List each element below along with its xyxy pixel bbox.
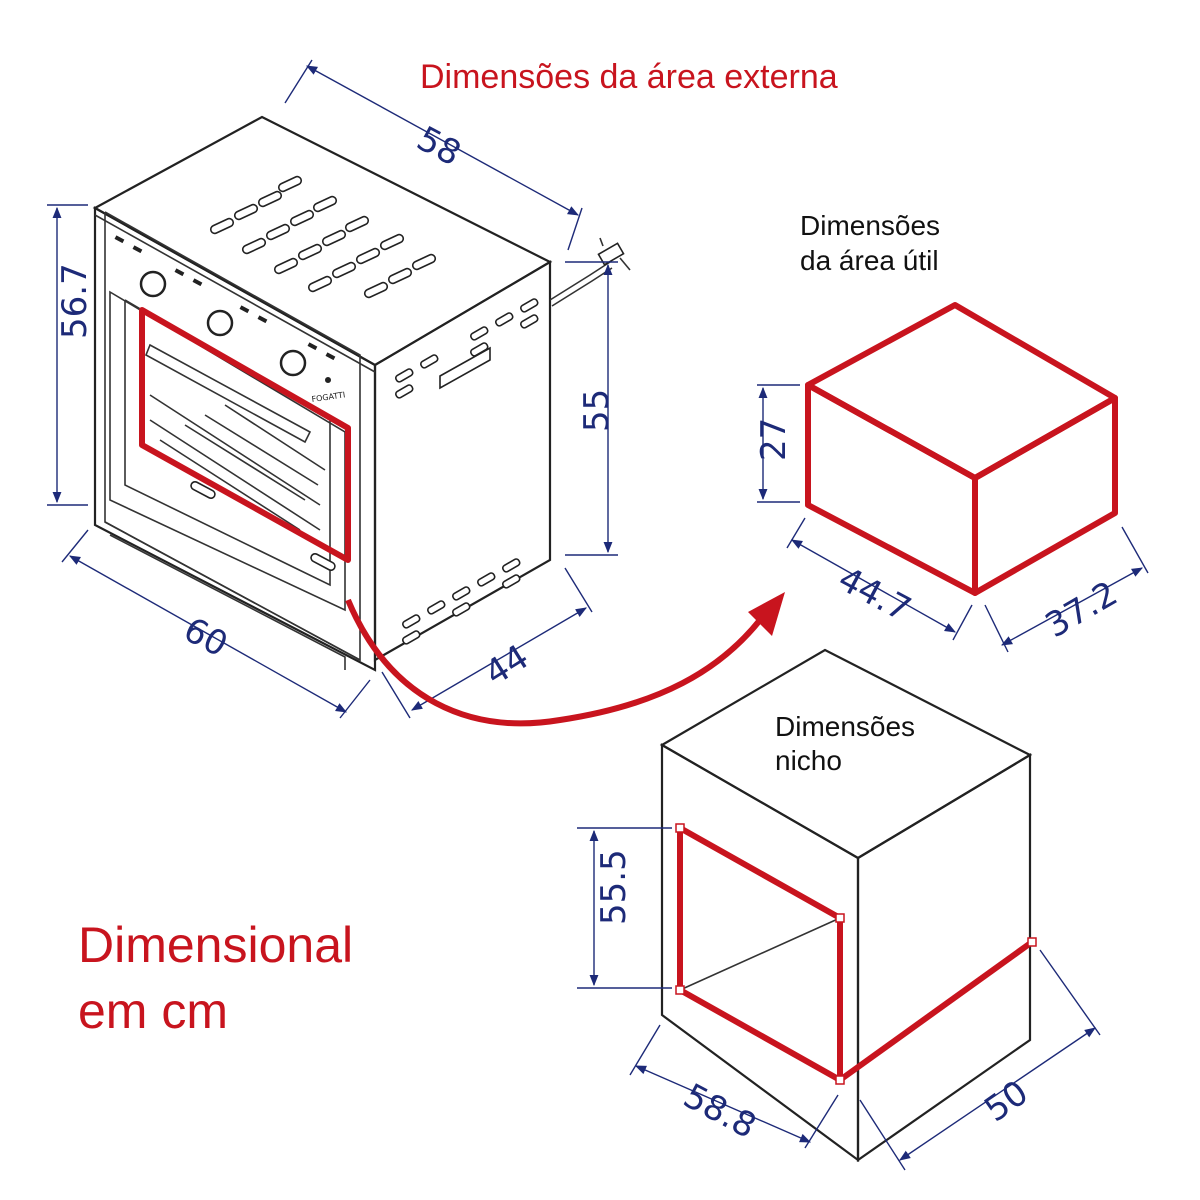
dim-external-side-depth: 44	[478, 637, 536, 694]
dim-niche-depth: 50	[977, 1073, 1035, 1131]
external-title: Dimensões da área externa	[420, 58, 838, 96]
oven-front-face	[93, 206, 377, 672]
oven-side-face	[373, 260, 552, 662]
oven-dimension-lines	[47, 59, 618, 719]
useful-dimension-lines	[757, 384, 1149, 653]
oven-drawing: FOGATTI	[92, 115, 631, 672]
red-arrow-head-icon	[748, 592, 785, 636]
oven-useful-area-highlight	[139, 307, 351, 563]
niche-title-line1: Dimensões	[775, 711, 915, 742]
dim-useful-height: 27	[754, 418, 794, 461]
power-cord-icon	[549, 237, 631, 307]
side-vent-slots	[395, 298, 539, 645]
knob-middle-icon	[206, 309, 234, 337]
red-flow-arrow	[345, 598, 763, 727]
useful-area-box	[805, 302, 1118, 596]
front-vent-row	[114, 235, 336, 361]
dim-niche-height: 55.5	[594, 849, 634, 925]
useful-title-line2: da área útil	[800, 245, 939, 276]
niche-title-line2: nicho	[775, 745, 842, 776]
knob-left-icon	[139, 270, 167, 298]
knob-right-icon	[279, 349, 307, 377]
oven-brand-logo: FOGATTI	[311, 390, 346, 404]
niche-dimension-lines	[577, 827, 1101, 1171]
dim-niche-width: 58.8	[677, 1076, 763, 1147]
useful-title-line1: Dimensões	[800, 210, 940, 241]
dim-useful-width: 44.7	[832, 559, 918, 630]
top-vent-slots	[209, 175, 437, 299]
main-title-line1: Dimensional	[78, 917, 353, 973]
dim-external-width: 60	[177, 610, 234, 666]
dim-external-height-front: 56.7	[55, 263, 95, 339]
dim-external-height-side: 55	[577, 389, 617, 432]
niche-box	[659, 648, 1037, 1163]
main-title-line2: em cm	[78, 983, 228, 1039]
